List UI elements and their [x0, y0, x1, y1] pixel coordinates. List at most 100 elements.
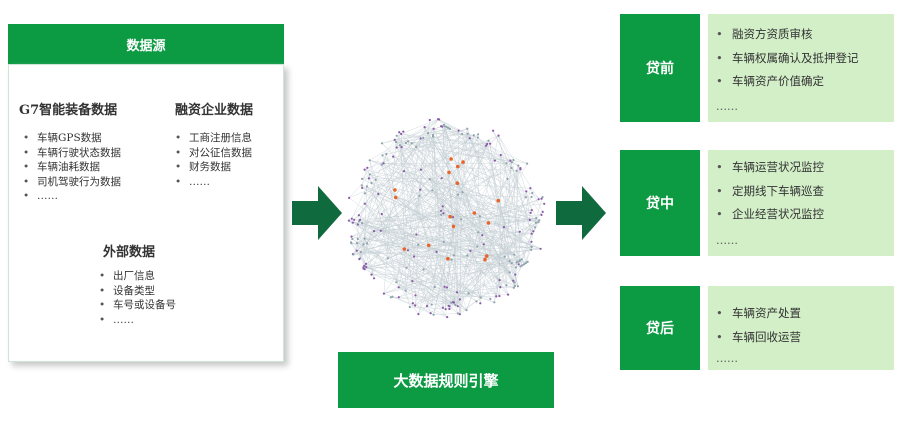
network-node — [423, 126, 426, 129]
network-node — [509, 159, 512, 162]
network-node — [405, 266, 408, 269]
network-node — [348, 196, 351, 199]
network-node — [518, 259, 522, 262]
stage-label-pre: 贷前 — [620, 14, 700, 122]
network-node — [530, 209, 533, 212]
stage-list: 融资方资质审核 车辆权属确认及抵押登记 车辆资产价值确定 — [716, 23, 859, 94]
network-node — [435, 250, 438, 253]
network-node — [455, 291, 459, 294]
network-node — [489, 142, 492, 145]
network-node — [429, 312, 432, 315]
network-node — [472, 134, 475, 137]
list-item: 财务数据 — [175, 160, 252, 175]
network-node — [410, 142, 413, 145]
network-node — [517, 164, 520, 167]
network-node — [431, 189, 434, 192]
network-node — [363, 237, 366, 240]
network-node — [394, 140, 398, 144]
network-node — [486, 221, 491, 225]
network-node — [466, 132, 469, 135]
network-node — [534, 221, 538, 224]
network-node — [475, 300, 478, 303]
network-node — [385, 153, 388, 156]
network-node — [351, 221, 354, 224]
network-node — [512, 158, 515, 162]
network-graph — [347, 118, 546, 319]
network-node — [513, 284, 517, 288]
list-item: 车辆资产处置 — [716, 302, 801, 326]
network-node — [447, 126, 450, 129]
network-node — [530, 248, 533, 251]
network-node — [515, 169, 518, 172]
network-node — [433, 285, 436, 289]
network-node — [412, 255, 416, 258]
network-node — [495, 295, 498, 298]
network-node — [395, 146, 398, 149]
network-node — [400, 146, 403, 149]
network-node — [431, 133, 435, 137]
network-node — [483, 257, 487, 262]
network-node — [404, 289, 407, 292]
network-node — [535, 217, 538, 220]
stage-label-text: 贷前 — [646, 61, 674, 77]
network-node — [440, 213, 443, 216]
group-list-g7: 车辆GPS数据 车辆行驶状态数据 车辆油耗数据 司机驾驶行为数据 …… — [23, 131, 121, 204]
list-item: 工商注册信息 — [175, 131, 252, 146]
network-node — [370, 181, 373, 184]
network-node — [447, 304, 450, 307]
network-node — [402, 170, 406, 173]
list-item: 车辆油耗数据 — [23, 160, 121, 175]
network-node — [469, 249, 472, 252]
network-node — [395, 134, 398, 137]
network-node — [539, 247, 542, 250]
network-node — [393, 195, 398, 200]
network-node — [498, 294, 501, 298]
network-node — [425, 305, 429, 308]
network-node — [408, 305, 411, 309]
network-node — [466, 127, 469, 130]
network-node — [363, 168, 366, 171]
network-node — [446, 256, 450, 261]
network-node — [370, 273, 373, 276]
network-node — [381, 154, 384, 157]
network-node — [517, 263, 520, 266]
stage-label-text: 贷中 — [646, 196, 674, 212]
network-node — [458, 313, 461, 316]
network-node — [442, 240, 445, 243]
network-node — [357, 214, 360, 217]
network-node — [395, 281, 398, 284]
network-node — [516, 285, 520, 288]
network-node — [484, 254, 489, 258]
network-node — [362, 266, 365, 269]
network-node — [456, 164, 460, 169]
network-node — [519, 265, 522, 268]
network-node — [508, 271, 511, 274]
network-node — [476, 245, 479, 248]
network-node — [432, 127, 435, 130]
list-item: …… — [175, 175, 252, 190]
network-node — [415, 145, 418, 148]
network-node — [530, 195, 533, 199]
network-node — [540, 213, 543, 216]
network-node — [379, 229, 382, 232]
network-node — [366, 242, 369, 245]
network-node — [389, 296, 392, 299]
list-item: 车辆行驶状态数据 — [23, 146, 121, 161]
network-node — [382, 162, 385, 165]
network-node — [515, 261, 518, 264]
stage-box-mid: 车辆运营状况监控 定期线下车辆巡查 企业经营状况监控 …… — [708, 150, 894, 256]
network-node — [519, 168, 522, 171]
network-node — [499, 153, 502, 157]
network-node — [445, 125, 448, 129]
list-item: 对公征信数据 — [175, 146, 252, 161]
network-node — [439, 209, 443, 212]
stage-list: 车辆资产处置 车辆回收运营 — [716, 302, 801, 349]
group-list-external: 出厂信息 设备类型 车号或设备号 …… — [99, 269, 176, 327]
network-node — [417, 313, 420, 316]
network-node — [447, 170, 451, 175]
network-node — [502, 226, 506, 229]
network-node — [350, 235, 353, 238]
network-node — [485, 144, 488, 147]
network-node — [460, 218, 463, 221]
network-node — [393, 138, 396, 141]
